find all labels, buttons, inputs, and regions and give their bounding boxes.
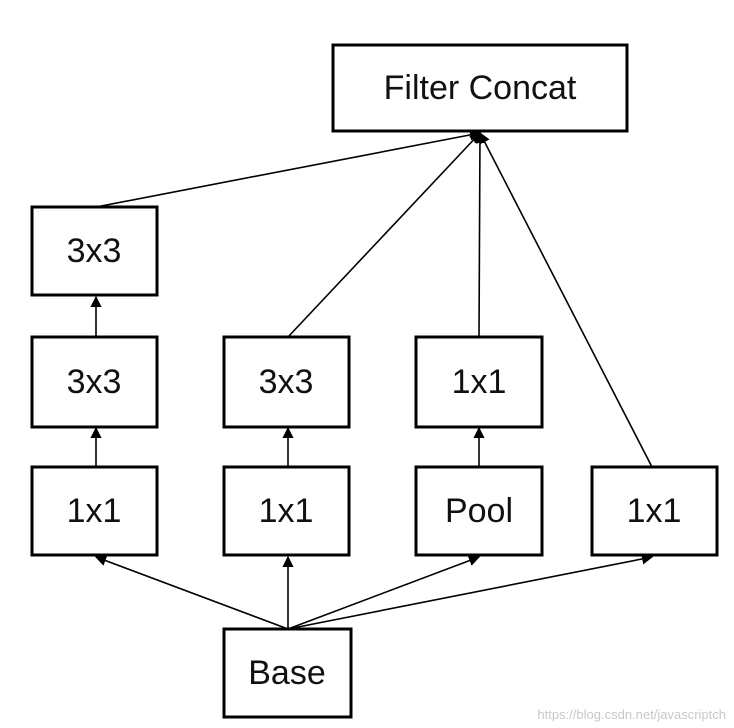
node-label: 1x1 — [452, 363, 507, 401]
edge-base-to-b4-1x1 — [287, 553, 654, 630]
node-filter-concat: Filter Concat — [331, 43, 629, 133]
edges — [90, 129, 654, 630]
node-label: Filter Concat — [384, 69, 577, 107]
edge-b3-to-concat — [474, 131, 486, 338]
node-b3-top-1x1: 1x1 — [414, 335, 544, 429]
edge-base-to-pool — [287, 555, 481, 630]
edge-base-to-b1-1x1 — [94, 555, 289, 630]
node-label: 1x1 — [67, 492, 122, 530]
node-b3-pool: Pool — [414, 465, 544, 557]
edge-b1-to-concat — [95, 129, 482, 208]
node-b1-mid-3x3: 3x3 — [30, 335, 159, 429]
node-label: 3x3 — [259, 363, 314, 401]
node-label: 3x3 — [67, 363, 122, 401]
edge-b2-to-concat — [287, 132, 481, 338]
watermark-url: https://blog.csdn.net/javascriptch — [537, 707, 726, 722]
node-label: 3x3 — [67, 232, 122, 270]
node-b1-top-3x3: 3x3 — [30, 205, 159, 297]
node-label: Base — [248, 654, 326, 692]
node-label: 1x1 — [627, 492, 682, 530]
node-base: Base — [222, 627, 353, 719]
node-b1-bot-1x1: 1x1 — [30, 465, 159, 557]
edge-b4-to-concat — [479, 132, 653, 468]
node-label: Pool — [445, 492, 513, 530]
node-label: 1x1 — [259, 492, 314, 530]
node-b4-1x1: 1x1 — [590, 465, 719, 557]
node-b2-bot-1x1: 1x1 — [222, 465, 351, 557]
node-b2-top-3x3: 3x3 — [222, 335, 351, 429]
